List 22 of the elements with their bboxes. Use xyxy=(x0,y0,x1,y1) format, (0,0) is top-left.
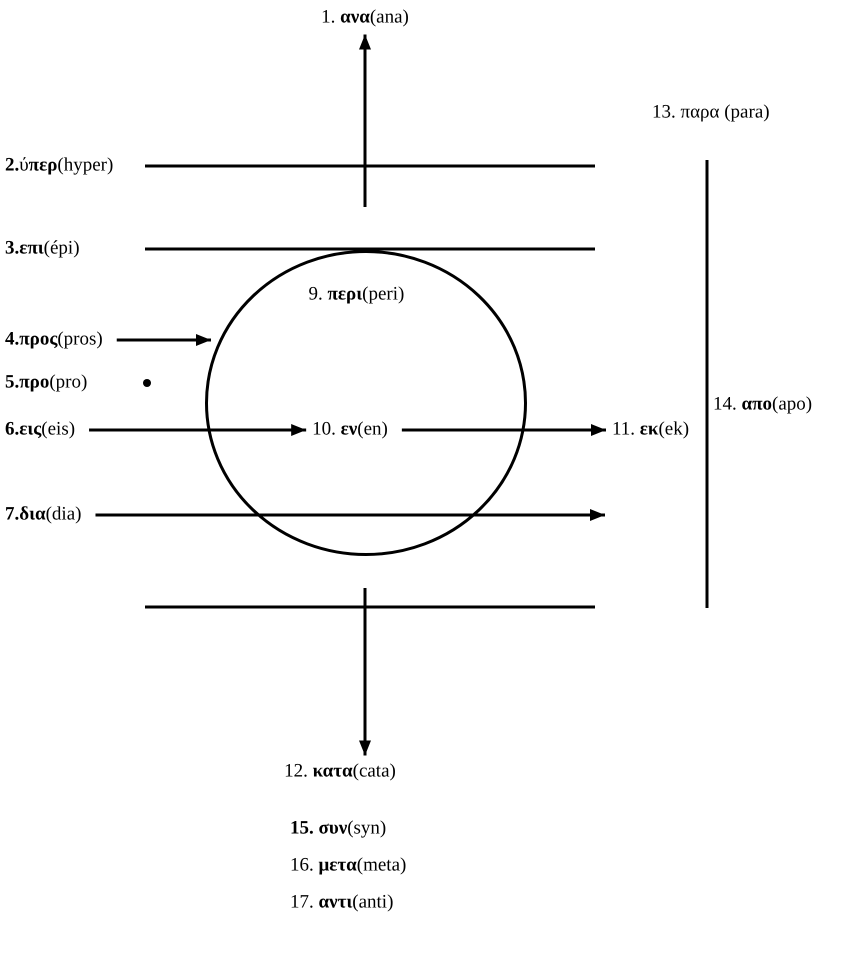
term-label: 14. απο(apo) xyxy=(713,394,812,416)
term-label: 7.δια(dia) xyxy=(5,504,82,526)
term-label: 11. εκ(ek) xyxy=(612,420,690,440)
term-label: 12. κατα(cata) xyxy=(284,762,396,782)
term-label: 5.προ(pro) xyxy=(5,372,88,394)
arrow xyxy=(359,588,371,756)
term-label: 3.επι(épi) xyxy=(5,238,80,260)
arrow xyxy=(116,334,211,346)
arrow xyxy=(402,424,606,436)
term-label: 2.ύπερ(hyper) xyxy=(5,156,114,176)
term-label: 1. ανα(ana) xyxy=(321,8,409,28)
term-label: 10. εν(en) xyxy=(312,420,388,440)
arrow xyxy=(95,509,605,521)
term-label: 15. συν(syn) xyxy=(290,818,386,840)
term-label: 4.προς(pros) xyxy=(5,330,103,350)
arrow xyxy=(89,424,306,436)
arrow xyxy=(359,34,371,207)
term-label: 13. παρα (para) xyxy=(652,102,770,124)
term-label: 17. αντι(anti) xyxy=(290,892,394,914)
term-label: 6.εις(eis) xyxy=(5,420,76,440)
term-label: 9. περι(peri) xyxy=(308,284,404,306)
term-label: 16. μετα(meta) xyxy=(290,856,406,876)
